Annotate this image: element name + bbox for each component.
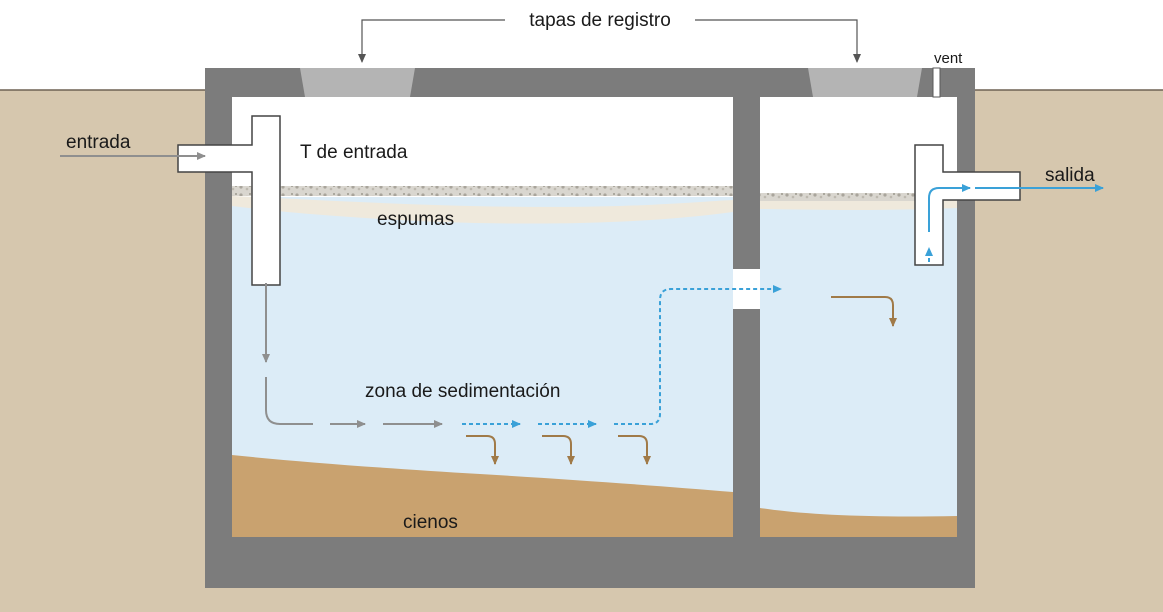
access-lid-right — [808, 68, 922, 97]
inlet-pipe-wall-mask — [206, 146, 232, 171]
outlet-tee — [914, 144, 1021, 266]
vent-label: vent — [934, 50, 963, 67]
access-covers-bracket — [358, 19, 505, 63]
settle-down-arrow-1 — [466, 435, 499, 465]
settle-flow-arrow-1 — [265, 377, 313, 425]
scum-layer — [232, 196, 733, 224]
inlet-label: entrada — [66, 132, 131, 153]
scum-label: espumas — [377, 209, 454, 230]
vent-pipe — [932, 67, 941, 98]
baffle-wall-lower — [733, 309, 760, 537]
settle-down-arrow-2 — [542, 435, 575, 465]
scum-layer-right — [760, 199, 957, 210]
outlet-pipe-wall-mask — [957, 173, 975, 199]
settle-down-arrow-3 — [618, 435, 651, 465]
sludge-layer — [232, 455, 733, 537]
access-covers-label: tapas de registro — [529, 10, 671, 31]
settling-zone-label: zona de sedimentación — [365, 381, 560, 402]
inlet-tee-label: T de entrada — [300, 142, 408, 163]
baffle-wall-upper — [733, 97, 760, 269]
sludge-label: cienos — [403, 512, 458, 533]
gravel-strip-right — [760, 193, 957, 201]
gravel-strip-left — [232, 186, 733, 196]
settle-down-arrow-4 — [831, 296, 897, 327]
access-covers-bracket-right — [695, 19, 861, 63]
outlet-turn-arrow — [928, 184, 971, 232]
sludge-layer-right — [760, 508, 957, 537]
outlet-label: salida — [1045, 165, 1095, 186]
access-lid-left — [300, 68, 415, 97]
